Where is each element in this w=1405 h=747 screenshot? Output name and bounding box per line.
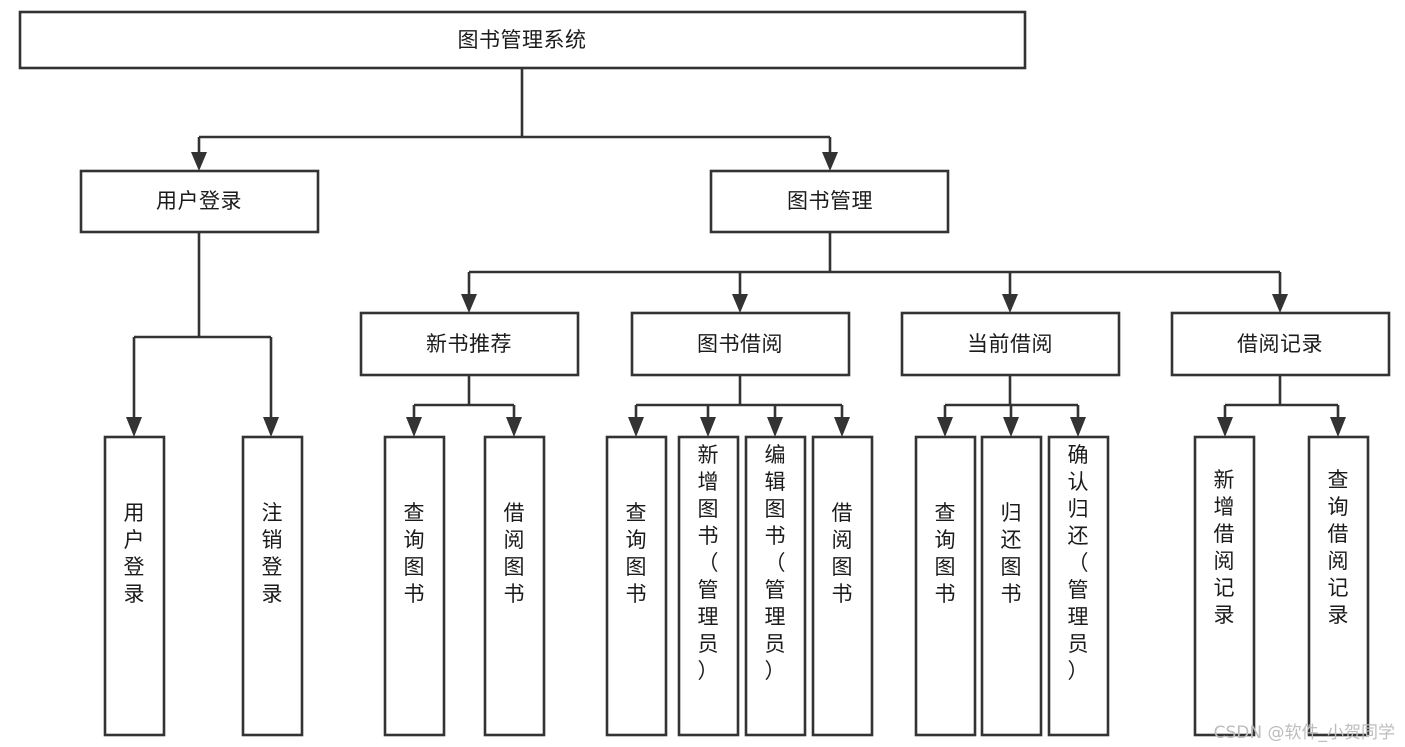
node-book-borrow[interactable]: 图书借阅 — [630, 311, 851, 377]
node-leaf-query-book-3-box[interactable] — [914, 435, 977, 737]
arrow-head-book-borrow — [732, 294, 748, 313]
node-leaf-return-book[interactable]: 归还图书 — [980, 435, 1043, 737]
arrow-head-leaf-query-book-3 — [937, 417, 953, 437]
node-leaf-add-book-box[interactable] — [677, 435, 740, 737]
node-root[interactable]: 图书管理系统 — [18, 10, 1027, 70]
watermark-text: CSDN @软件_小贺同学 — [1213, 723, 1395, 743]
arrow-head-leaf-add-book — [700, 417, 716, 437]
node-leaf-user-login[interactable]: 用户登录 — [103, 435, 166, 737]
node-leaf-confirm-return-box[interactable] — [1047, 435, 1110, 737]
connector-group-root — [191, 68, 838, 171]
node-current-borrow[interactable]: 当前借阅 — [900, 311, 1121, 377]
arrow-head-book-management — [822, 152, 838, 171]
arrow-head-leaf-query-book-1 — [406, 417, 422, 437]
node-leaf-return-book-box[interactable] — [980, 435, 1043, 737]
arrow-head-leaf-user-logout — [263, 417, 279, 437]
connector-group-book-borrow — [628, 375, 850, 437]
node-leaf-add-record-box[interactable] — [1193, 435, 1256, 737]
node-leaf-add-book[interactable]: 新增图书（管理员） — [677, 435, 740, 737]
node-user-login[interactable]: 用户登录 — [79, 169, 320, 234]
node-book-borrow-box[interactable] — [630, 311, 851, 377]
node-leaf-edit-book[interactable]: 编辑图书（管理员） — [744, 435, 807, 737]
node-new-book-recommend-box[interactable] — [359, 311, 580, 377]
node-leaf-confirm-return-label: 确认归还（管理员） — [1068, 443, 1089, 683]
arrow-head-leaf-edit-book — [767, 417, 783, 437]
node-leaf-user-login-label: 用户登录 — [124, 501, 145, 606]
arrow-head-leaf-add-record — [1217, 417, 1233, 437]
arrow-head-leaf-confirm-return — [1070, 417, 1086, 437]
node-root-box[interactable] — [18, 10, 1027, 70]
node-new-book-recommend[interactable]: 新书推荐 — [359, 311, 580, 377]
node-leaf-user-logout-label: 注销登录 — [262, 501, 283, 606]
arrow-head-user-login — [191, 152, 207, 171]
arrow-head-leaf-return-book — [1003, 417, 1019, 437]
arrow-head-borrow-record — [1272, 294, 1288, 313]
node-new-book-recommend-label: 新书推荐 — [426, 332, 512, 356]
node-leaf-query-record-label: 查询借阅记录 — [1328, 468, 1349, 627]
connector-group-new-book-recommend — [406, 375, 522, 437]
node-leaf-query-record[interactable]: 查询借阅记录 — [1307, 435, 1370, 737]
node-user-login-box[interactable] — [79, 169, 320, 234]
arrow-head-leaf-borrow-book-1 — [506, 417, 522, 437]
node-leaf-query-book-2[interactable]: 查询图书 — [605, 435, 668, 737]
arrow-head-current-borrow — [1002, 294, 1018, 313]
node-borrow-record[interactable]: 借阅记录 — [1170, 311, 1391, 377]
node-leaf-borrow-book-1-label: 借阅图书 — [504, 501, 525, 606]
node-leaf-query-book-1-box[interactable] — [383, 435, 446, 737]
node-leaf-query-book-2-box[interactable] — [605, 435, 668, 737]
arrow-head-leaf-user-login — [126, 417, 142, 437]
arrow-head-leaf-borrow-book-2 — [834, 417, 850, 437]
node-leaf-borrow-book-2[interactable]: 借阅图书 — [811, 435, 874, 737]
node-leaf-edit-book-box[interactable] — [744, 435, 807, 737]
connector-group-user-login — [126, 232, 279, 437]
node-leaf-query-book-3-label: 查询图书 — [935, 501, 956, 606]
node-borrow-record-box[interactable] — [1170, 311, 1391, 377]
connector-group-current-borrow — [937, 375, 1086, 437]
arrow-head-leaf-query-record — [1330, 417, 1346, 437]
node-book-management[interactable]: 图书管理 — [709, 169, 950, 234]
node-current-borrow-box[interactable] — [900, 311, 1121, 377]
node-book-management-box[interactable] — [709, 169, 950, 234]
node-current-borrow-label: 当前借阅 — [967, 332, 1053, 356]
node-root-label: 图书管理系统 — [458, 28, 587, 52]
connector-group-borrow-record — [1217, 375, 1346, 437]
node-leaf-query-book-1[interactable]: 查询图书 — [383, 435, 446, 737]
node-leaf-borrow-book-2-box[interactable] — [811, 435, 874, 737]
arrow-head-leaf-query-book-2 — [628, 417, 644, 437]
node-leaf-borrow-book-1[interactable]: 借阅图书 — [483, 435, 546, 737]
node-leaf-add-book-label: 新增图书（管理员） — [698, 443, 719, 683]
node-leaf-borrow-book-1-box[interactable] — [483, 435, 546, 737]
node-leaf-query-book-3[interactable]: 查询图书 — [914, 435, 977, 737]
node-leaf-confirm-return[interactable]: 确认归还（管理员） — [1047, 435, 1110, 737]
node-leaf-add-record[interactable]: 新增借阅记录 — [1193, 435, 1256, 737]
node-leaf-borrow-book-2-label: 借阅图书 — [832, 501, 853, 606]
arrow-head-new-book-recommend — [461, 294, 477, 313]
node-leaf-user-logout-box[interactable] — [241, 435, 304, 737]
node-leaf-add-record-label: 新增借阅记录 — [1214, 468, 1235, 627]
node-leaf-user-login-box[interactable] — [103, 435, 166, 737]
connector-group-book-management — [461, 232, 1288, 313]
node-book-management-label: 图书管理 — [787, 189, 873, 213]
node-leaf-query-book-2-label: 查询图书 — [626, 501, 647, 606]
node-leaf-edit-book-label: 编辑图书（管理员） — [765, 443, 786, 683]
node-borrow-record-label: 借阅记录 — [1237, 332, 1323, 356]
node-leaf-query-book-1-label: 查询图书 — [404, 501, 425, 606]
node-user-login-label: 用户登录 — [156, 189, 242, 213]
node-book-borrow-label: 图书借阅 — [697, 332, 783, 356]
node-leaf-user-logout[interactable]: 注销登录 — [241, 435, 304, 737]
node-leaf-query-record-box[interactable] — [1307, 435, 1370, 737]
node-leaf-return-book-label: 归还图书 — [1001, 501, 1022, 606]
